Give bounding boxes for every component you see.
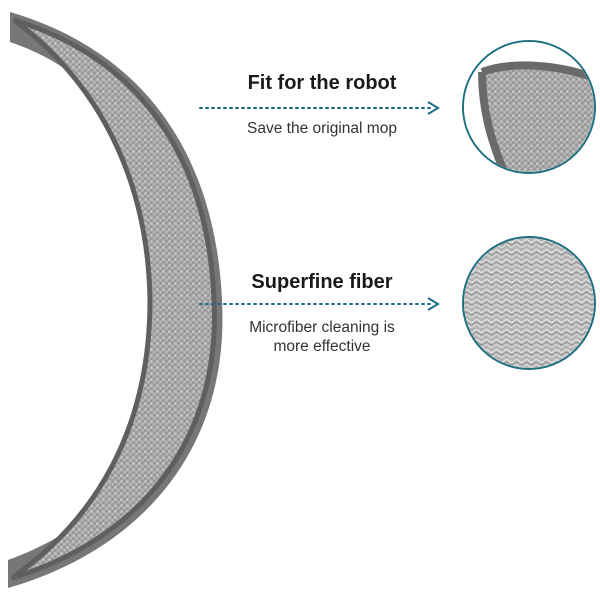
dotted-arrow-icon bbox=[199, 101, 440, 115]
feature-title-fit: Fit for the robot bbox=[247, 72, 397, 94]
feature-title-fiber: Superfine fiber bbox=[251, 271, 393, 293]
feature-desc-fit: Save the original mop bbox=[247, 120, 397, 137]
microfiber-texture-closeup-icon bbox=[462, 236, 596, 370]
mop-edge-closeup-icon bbox=[462, 40, 596, 174]
dotted-arrow-icon bbox=[199, 297, 440, 311]
feature-desc-fiber: Microfiber cleaning is more effective bbox=[222, 318, 422, 356]
feature-desc-line: Microfiber cleaning is bbox=[249, 319, 395, 336]
feature-desc-line: more effective bbox=[273, 338, 371, 355]
